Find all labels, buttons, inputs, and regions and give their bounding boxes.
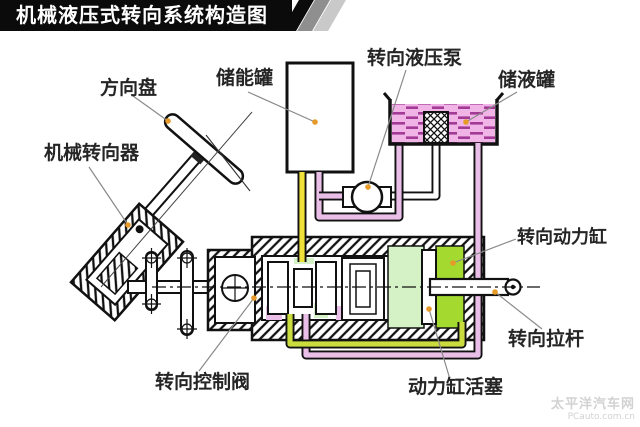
pump-circle	[350, 180, 384, 214]
pump-pipes	[314, 143, 441, 222]
pump-drawing	[342, 180, 392, 214]
label-steering-wheel: 方向盘	[100, 77, 158, 99]
label-steering-gear: 机械转向器	[44, 142, 140, 164]
leader-tie-rod	[494, 291, 543, 330]
column-centerline	[100, 111, 253, 288]
leader-power-cylinder	[452, 238, 517, 264]
label-tie-rod: 转向拉杆	[508, 328, 585, 350]
watermark: 太平洋汽车网 PCauto.com.cn	[551, 393, 635, 422]
label-reservoir: 储液罐	[498, 69, 556, 91]
leader-arrow-tips	[125, 118, 498, 312]
page-title: 机械液压式转向系统构造图	[16, 3, 268, 27]
accumulator-drawing	[285, 61, 355, 174]
leader-accumulator	[247, 91, 316, 123]
label-accumulator: 储能罐	[216, 67, 274, 89]
leader-piston	[428, 308, 450, 377]
label-piston: 动力缸活塞	[408, 376, 504, 398]
reservoir-filter	[423, 111, 449, 144]
watermark-site-name: 太平洋汽车网	[550, 397, 635, 412]
cylinder-pipes	[285, 143, 483, 360]
leader-steering-gear	[88, 166, 129, 226]
label-power-cylinder: 转向动力缸	[517, 227, 607, 248]
watermark-site-url: PCauto.com.cn	[567, 412, 635, 422]
label-control-valve: 转向控制阀	[155, 371, 251, 393]
reservoir-drawing	[382, 92, 505, 146]
steering-gear-drawing	[69, 201, 185, 323]
title-bar: 机械液压式转向系统构造图	[0, 0, 292, 31]
wheel-spoke-line	[205, 134, 251, 192]
leader-steering-wheel	[132, 95, 169, 122]
leader-control-valve	[198, 297, 255, 372]
leader-lines	[88, 69, 543, 377]
control-valve-drawing	[261, 255, 391, 321]
steering-wheel-drawing	[163, 113, 251, 192]
leader-reservoir	[465, 91, 518, 123]
leader-hydraulic-pump	[367, 69, 407, 188]
label-hydraulic-pump: 转向液压泵	[367, 47, 463, 69]
